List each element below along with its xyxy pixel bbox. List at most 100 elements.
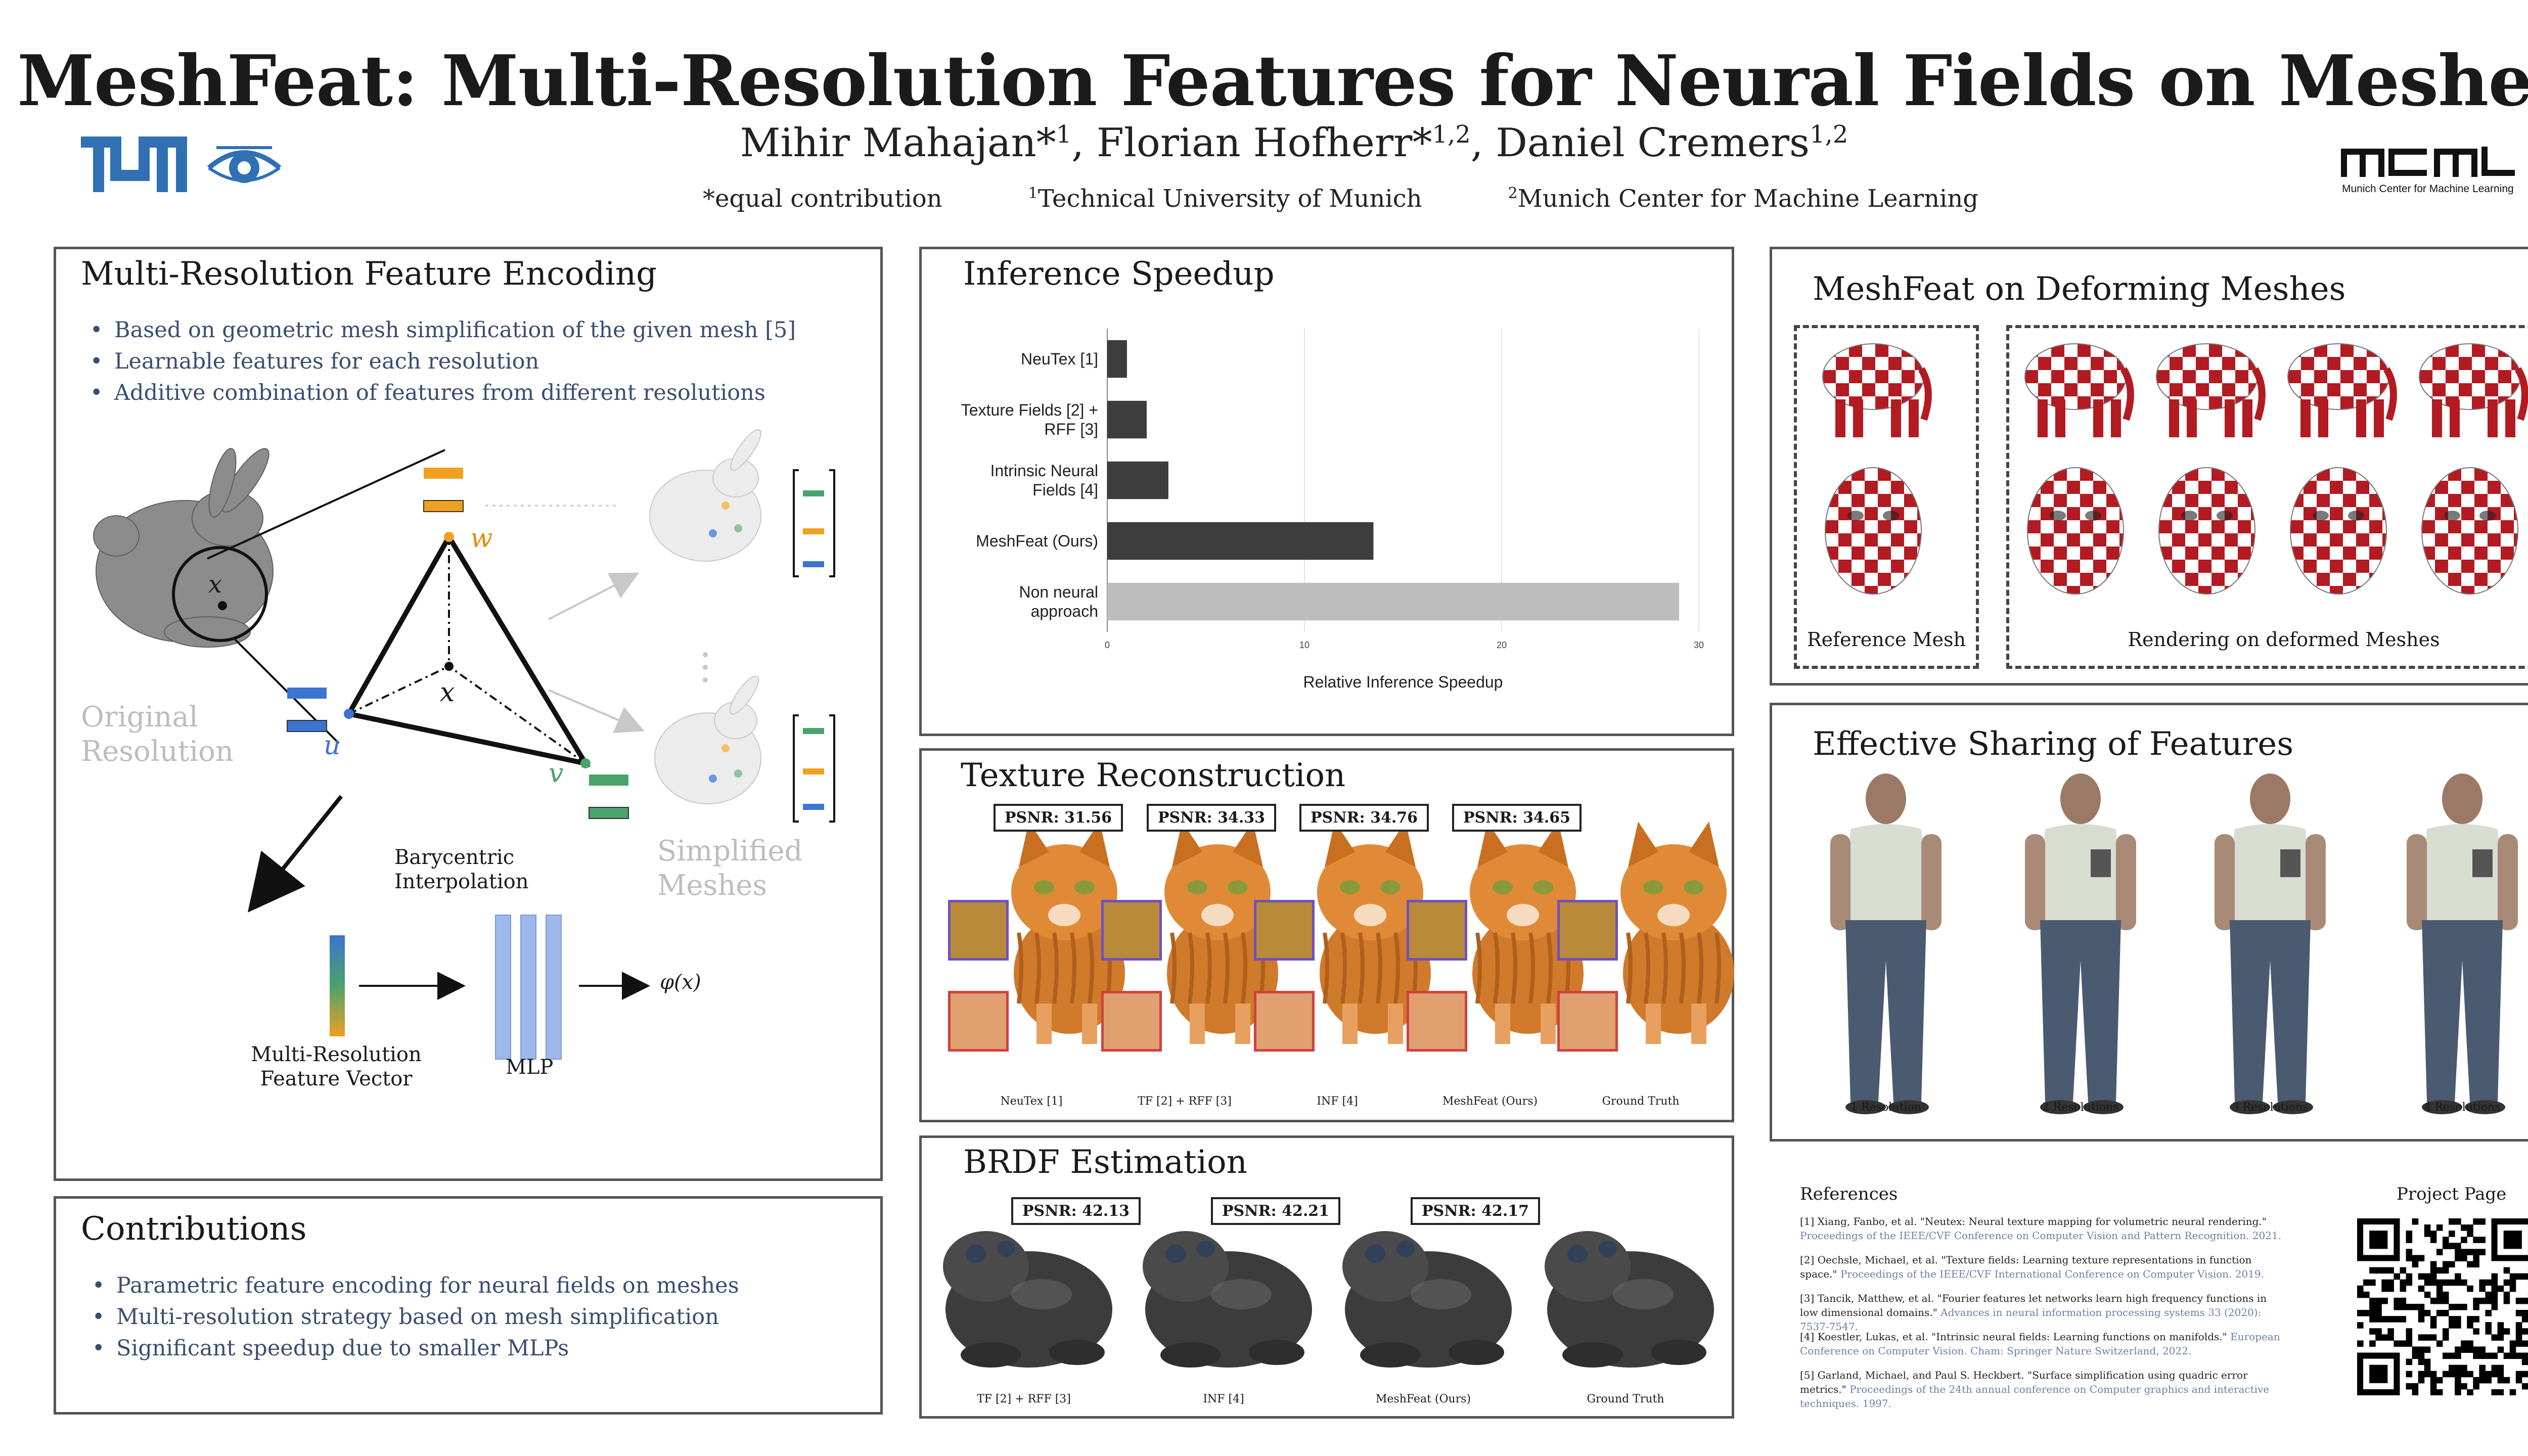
tum-logo [81,136,187,194]
brdf-caption-2: MeshFeat (Ours) [1375,1393,1471,1405]
deform-render-4 [2419,343,2528,595]
brdf-render-2 [1342,1231,1512,1368]
label-simplified-meshes: Simplified Meshes [657,835,803,902]
reference-5: [5] Garland, Michael, and Paul S. Heckbe… [1800,1369,2270,1409]
affiliation-notes: *equal contribution 1Technical University… [703,185,2064,213]
zoom-eye-4 [1557,900,1618,961]
brdf-caption-1: INF [4] [1203,1393,1244,1405]
label-u: u [324,731,341,761]
brdf-psnr-0: PSNR: 42.13 [1011,1197,1141,1225]
encoding-title: Multi-Resolution Feature Encoding [81,255,657,293]
mlp-layers [495,915,562,1060]
category-label: Texture Fields [2] +RFF [3] [961,401,1098,438]
label-mlp: MLP [506,1056,554,1079]
brdf-render-3 [1545,1231,1714,1368]
poster-title: MeshFeat: Multi-Resolution Features for … [17,39,2528,122]
brdf-psnr-2: PSNR: 42.17 [1411,1197,1541,1225]
deform-render-0 [1822,343,1932,595]
texture-render-1 [1164,822,1278,1044]
deforming-title: MeshFeat on Deforming Meshes [1813,270,2346,308]
contribution-bullet-1: Parametric feature encoding for neural f… [92,1273,739,1298]
sharing-render-2 [2215,774,2326,1114]
texture-psnr-0: PSNR: 31.56 [994,804,1123,832]
deform-render-1 [2024,343,2134,595]
deform-render-3 [2287,343,2397,595]
mcml-logo [2341,147,2518,179]
encoding-diagram [93,429,835,1060]
texture-render-3 [1470,822,1584,1044]
author-1: Mihir Mahajan*1 [740,120,1072,166]
brdf-title: BRDF Estimation [963,1144,1247,1181]
deforming-panel [1770,247,2528,686]
speedup-panel [919,247,1734,736]
bar-1 [1107,400,1147,439]
texture-psnr-2: PSNR: 34.76 [1299,804,1429,832]
project-page-qr-code[interactable] [2357,1218,2528,1395]
x-tick-label: 30 [1694,640,1704,650]
texture-caption-1: TF [2] + RFF [3] [1138,1095,1232,1108]
zoom-eye-0 [948,900,1009,961]
encoding-bullet-3: Additive combination of features from di… [90,380,765,405]
brdf-render-1 [1143,1231,1312,1368]
sharing-caption-0: 1 Resolution [1850,1101,1921,1114]
project-page-label: Project Page [2397,1184,2507,1204]
texture-psnr-1: PSNR: 34.33 [1147,804,1277,832]
reference-2: [2] Oechsle, Michael, et al. "Texture fi… [1800,1254,2265,1280]
brdf-psnr-1: PSNR: 42.21 [1211,1197,1341,1225]
references-title: References [1800,1184,1898,1204]
zoom-eye-1 [1101,900,1162,961]
contributions-title: Contributions [81,1210,307,1248]
feature-stack-u [287,688,327,732]
deformed-meshes-box [2006,325,2528,669]
sharing-caption-3: 4 Resolutions [2424,1101,2501,1114]
feature-bracket-1 [793,469,835,577]
reference-mesh-label: Reference Mesh [1807,628,1966,651]
feature-stack-w [423,468,464,512]
category-label: NeuTex [1] [1021,350,1098,368]
label-x-triangle: x [440,677,455,708]
bar-0 [1107,340,1127,378]
affiliation-3: 2Munich Center for Machine Learning [1508,185,1979,213]
texture-caption-2: INF [4] [1317,1095,1358,1108]
texture-render-4 [1620,822,1734,1044]
sharing-title: Effective Sharing of Features [1813,725,2294,763]
label-phi: φ(x) [660,971,701,994]
bunny-simplified-2 [654,675,761,804]
texture-caption-4: Ground Truth [1602,1095,1680,1108]
texture-caption-0: NeuTex [1] [1000,1095,1063,1108]
x-tick-label: 0 [1105,640,1110,650]
affiliation-2: 1Technical University of Munich [1028,185,1422,213]
author-2: Florian Hofherr*1,2 [1096,120,1471,166]
texture-caption-3: MeshFeat (Ours) [1442,1095,1538,1108]
feature-vector [330,935,345,1036]
mcml-logo-subtitle: Munich Center for Machine Learning [2342,183,2514,195]
x-tick-label: 20 [1497,640,1507,650]
sharing-render-1 [2025,774,2136,1114]
sharing-caption-1: 2 Resolutions [2042,1101,2119,1114]
category-label: MeshFeat (Ours) [976,532,1098,550]
bar-3 [1107,522,1374,560]
reference-mesh-box [1794,325,1979,669]
zoom-nose-0 [948,991,1009,1052]
deformed-meshes-label: Rendering on deformed Meshes [2128,628,2440,651]
bunny-original [93,448,274,648]
brdf-render-0 [943,1231,1112,1368]
zoom-eye-3 [1407,900,1467,961]
speedup-title: Inference Speedup [963,255,1275,293]
encoding-bullet-2: Learnable features for each resolution [90,349,539,374]
contribution-bullet-2: Multi-resolution strategy based on mesh … [92,1304,719,1330]
feature-stack-v [589,775,629,819]
label-x-bunny: x [208,570,222,599]
zoom-eye-2 [1254,900,1315,961]
author-3: Daniel Cremers1,2 [1496,120,1848,166]
deform-render-2 [2156,343,2266,595]
brdf-caption-0: TF [2] + RFF [3] [977,1393,1071,1405]
affiliation-1: *equal contribution [703,185,942,213]
contribution-bullet-3: Significant speedup due to smaller MLPs [92,1336,569,1361]
encoding-bullet-1: Based on geometric mesh simplification o… [90,317,796,343]
zoom-nose-4 [1557,991,1618,1052]
texture-title: Texture Reconstruction [961,757,1346,794]
